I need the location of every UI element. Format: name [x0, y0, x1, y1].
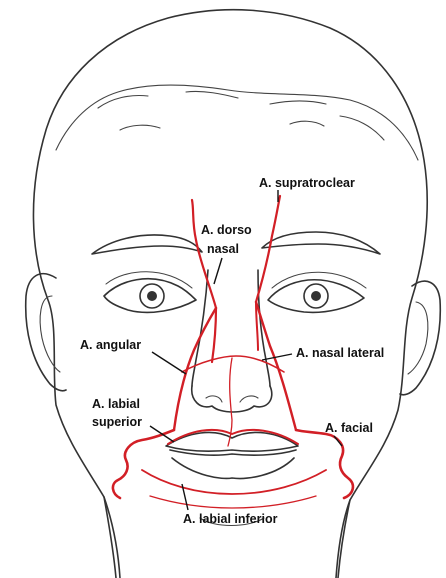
leader-angular — [152, 352, 186, 374]
label-dorso-nasal-line1: A. dorso — [201, 223, 252, 237]
label-angular: A. angular — [80, 338, 141, 352]
head-outline — [26, 10, 441, 578]
label-facial: A. facial — [325, 421, 373, 435]
pupil-left — [147, 291, 157, 301]
eyebrow-right — [262, 232, 380, 254]
label-nasal-lateral: A. nasal lateral — [296, 346, 384, 360]
label-supratroclear: A. supratroclear — [259, 176, 355, 190]
artery-facial-right — [296, 430, 353, 498]
leader-dorso-nasal — [214, 258, 222, 284]
ear-right-inner — [408, 302, 428, 374]
ear-left — [26, 274, 66, 391]
facial-features — [92, 232, 380, 526]
label-labial-inferior: A. labial inferior — [183, 512, 278, 526]
leader-labial-superior — [150, 426, 174, 442]
lower-lip — [172, 458, 294, 478]
hairline — [56, 85, 418, 160]
nose-tip — [192, 386, 272, 412]
head-contour — [33, 10, 427, 578]
label-labial-superior-line1: A. labial — [92, 397, 140, 411]
artery-labial-inferior — [142, 470, 326, 494]
pupil-right — [311, 291, 321, 301]
artery-facial-left — [113, 430, 174, 498]
label-dorso-nasal-line2: nasal — [207, 242, 239, 256]
artery-angular-right — [256, 302, 296, 430]
eyebrow-left — [92, 235, 202, 254]
leader-nasal-lateral — [262, 354, 292, 360]
nostrils — [206, 396, 258, 402]
artery-mentalis-branch — [150, 496, 316, 508]
label-labial-superior-line2: superior — [92, 415, 142, 429]
artery-supratroclear-right — [256, 196, 280, 302]
